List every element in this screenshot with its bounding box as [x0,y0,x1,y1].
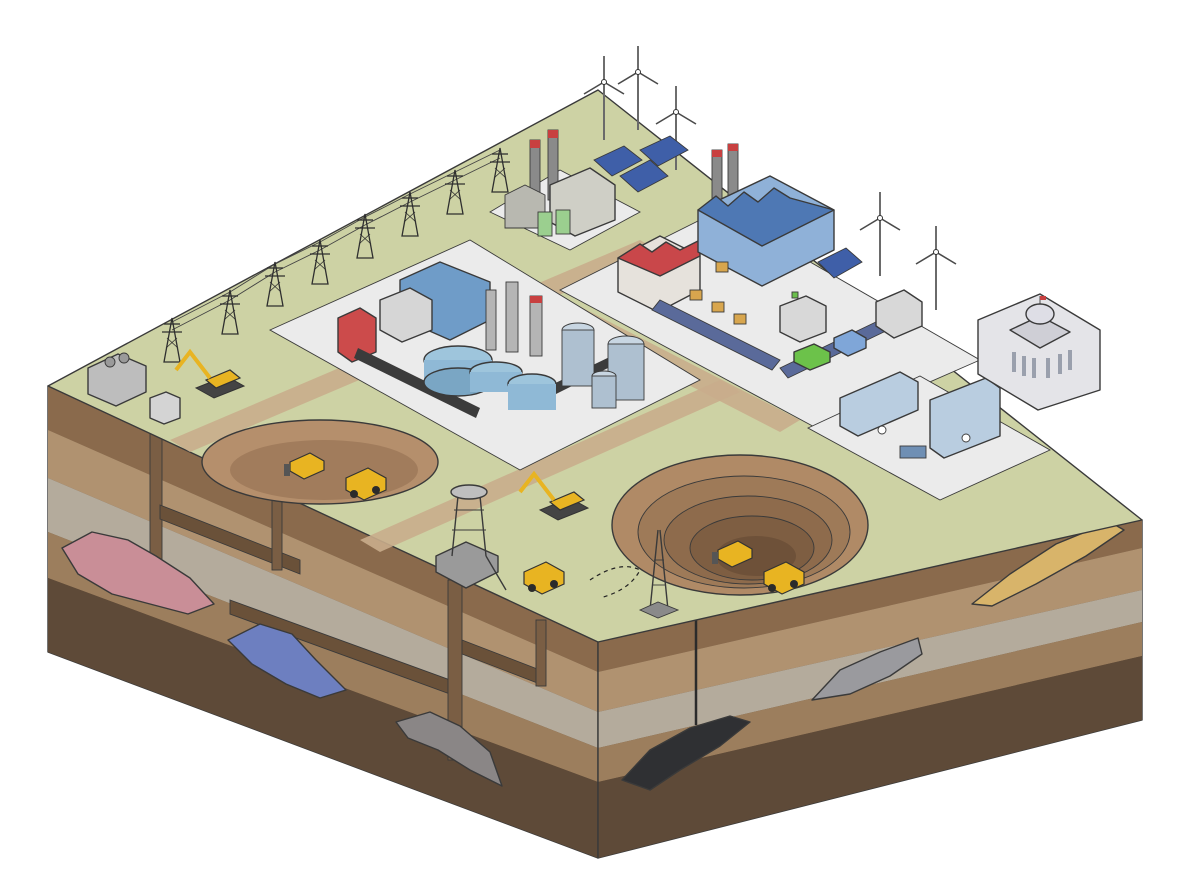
transmission-tower-icon [445,169,465,215]
right-layer-topsoil [598,520,1142,672]
wind-turbine-icon [583,56,625,140]
transmission-towers [162,147,510,363]
blue-ore-deposit [227,623,347,699]
government-building-icon [977,293,1101,411]
dump-truck-icon [763,561,805,595]
transmission-tower-icon [220,289,240,335]
transmission-tower-icon [490,147,510,193]
right-layer-deep [598,656,1142,858]
transmission-tower-icon [310,239,330,285]
wind-turbines [583,46,957,310]
tunnel-upper [159,504,301,575]
wind-turbine-icon [617,46,659,130]
mining-vehicles [174,348,805,595]
pink-ore-deposit [61,531,215,615]
electric-car-icon [793,329,867,371]
ore-deposits [61,521,1125,791]
gold-ore-deposit [971,521,1125,607]
transmission-tower-icon [355,213,375,259]
shaft-right [535,619,547,687]
right-layer-sand [598,622,1142,782]
conveyor-belt [354,348,480,418]
dump-truck-icon [345,467,387,501]
coal-deposit [621,715,751,791]
substation [87,352,181,425]
wind-turbine-icon [859,192,901,276]
transmission-tower-icon [400,191,420,237]
factory-red [617,235,701,313]
haul-route-dashed [589,566,641,599]
excavator-icon [174,348,246,399]
shaft-left [149,429,163,571]
solar-panel-icon [593,135,863,279]
silver-ore-deposit [811,637,923,701]
factory-blue [697,143,835,287]
laboratory [839,371,1001,459]
battery-icon [779,289,923,343]
dump-truck-icon [523,561,565,595]
bulldozer-icon [284,452,325,480]
drilling-rig [638,529,680,619]
transmission-tower-icon [162,317,182,363]
left-layer-deep [48,578,598,858]
processing-plant [337,261,645,418]
transmission-tower-icon [265,261,285,307]
grey-ore-deposit [395,711,503,787]
mine-headframe-icon [435,484,507,591]
wind-turbine-icon [915,226,957,310]
open-pit-large [611,454,869,596]
red-crusher [337,307,377,363]
bulldozer-icon [712,540,753,568]
power-plant [504,129,616,237]
excavator-icon [518,470,590,521]
road-lower [360,380,740,552]
